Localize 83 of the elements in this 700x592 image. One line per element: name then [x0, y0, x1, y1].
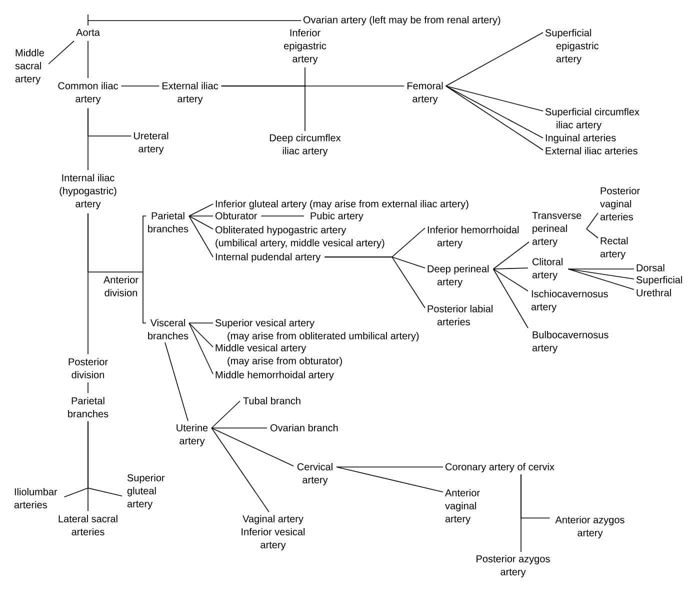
- artery-label: Iliolumbar arteries: [14, 488, 58, 508]
- artery-label: Ischiocavernosus artery: [531, 290, 608, 312]
- artery-label: Bulbocavernosus artery: [532, 331, 608, 354]
- artery-label: Common iliac artery: [58, 82, 118, 104]
- branch-line: [142, 272, 146, 324]
- branch-line: [188, 216, 214, 258]
- branch-line: [164, 342, 188, 422]
- branch-line: [568, 268, 634, 280]
- branch-line: [492, 242, 530, 270]
- artery-label: Dorsal: [636, 264, 664, 272]
- branch-line: [445, 32, 544, 86]
- branch-line: [445, 86, 544, 150]
- artery-label: Deep circumflex iliac artery: [270, 134, 341, 156]
- branch-line: [492, 268, 528, 292]
- branch-line: [48, 40, 74, 64]
- artery-label: Inferior gluteal artery (may arise from external iliac artery): [216, 200, 468, 210]
- artery-label: Middle hemorrhoidal artery: [216, 371, 334, 380]
- artery-label: Posterior labial arteries: [428, 305, 492, 326]
- branch-line: [586, 228, 598, 238]
- artery-label: Superficial epigastric artery: [545, 29, 599, 64]
- branches-label: Parietal branches: [68, 397, 108, 418]
- branch-line: [142, 216, 146, 272]
- artery-label: Lateral sacral arteries: [58, 515, 118, 536]
- division-label: Anterior division: [104, 276, 138, 296]
- artery-label: Urethral: [636, 289, 671, 296]
- artery-label: Tubal branch: [243, 397, 300, 404]
- artery-label: Vaginal artery Inferior vesical artery: [242, 515, 305, 550]
- artery-label: Ovarian artery (left may be from renal artery): [303, 16, 500, 26]
- artery-label: Middle vesical artery (may arise from obturator): [216, 344, 342, 366]
- artery-label: Clitoral artery: [532, 258, 562, 280]
- branch-line: [568, 268, 634, 290]
- branch-line: [188, 204, 214, 216]
- artery-label: Posterior vaginal arteries: [600, 187, 640, 220]
- artery-label: Superficial: [636, 276, 682, 286]
- branches-label: Visceral branches: [148, 319, 188, 340]
- artery-label: Femoral artery: [407, 82, 443, 104]
- branch-line: [211, 428, 270, 512]
- artery-label: Internal pudendal artery: [216, 253, 321, 262]
- artery-label: Superior vesical artery (may arise from obliterated umbilical artery): [215, 319, 419, 342]
- artery-label: Superficial circumflex iliac artery: [545, 108, 640, 130]
- artery-label: Pubic artery: [310, 212, 364, 222]
- branch-line: [336, 466, 444, 492]
- artery-label: Anterior azygos artery: [555, 516, 624, 538]
- branch-line: [211, 428, 294, 466]
- artery-label: Ureteral artery: [134, 132, 168, 154]
- branch-line: [336, 466, 444, 468]
- branch-line: [568, 268, 634, 270]
- artery-label: Coronary artery of cervix: [446, 463, 554, 472]
- aorta-label: Aorta: [76, 29, 100, 36]
- artery-label: Posterior azygos artery: [476, 555, 550, 578]
- branches-label: Parietal branches: [148, 212, 188, 232]
- division-label: Posterior division: [68, 358, 108, 378]
- branch-line: [492, 268, 528, 328]
- artery-label: Internal iliac (hypogastric) artery: [60, 174, 116, 210]
- branch-line: [188, 322, 214, 374]
- artery-label: Inferior hemorrhoidal artery: [428, 226, 519, 248]
- branch-line: [492, 268, 528, 270]
- branch-line: [88, 20, 302, 22]
- artery-label: Uterine artery: [176, 424, 208, 446]
- artery-label: Inguinal arteries: [546, 134, 616, 144]
- artery-label: Deep perineal artery: [428, 265, 489, 288]
- branch-line: [188, 322, 214, 324]
- branch-line: [220, 86, 306, 132]
- branch-line: [188, 322, 214, 348]
- branch-line: [445, 86, 544, 138]
- branch-line: [445, 86, 544, 112]
- artery-label: Anterior vaginal artery: [445, 489, 480, 524]
- artery-label: Obliterated hypogastric artery (umbilical artery, middle vesical artery): [215, 226, 384, 248]
- artery-label: External iliac arteries: [546, 147, 638, 154]
- artery-label: Cervical artery: [297, 463, 332, 486]
- branch-line: [586, 212, 598, 230]
- artery-label: Superior gluteal artery: [127, 474, 165, 510]
- branch-line: [324, 256, 426, 308]
- artery-label: Ovarian branch: [270, 424, 338, 432]
- branch-line: [520, 474, 522, 552]
- artery-label: Transverse perineal artery: [532, 212, 582, 247]
- artery-label: Inferior epigastric artery: [284, 29, 326, 64]
- artery-label: Rectal artery: [600, 237, 628, 260]
- artery-label: External iliac artery: [162, 82, 218, 104]
- branch-line: [211, 400, 240, 428]
- branch-line: [188, 216, 214, 230]
- artery-label: Obturator: [215, 212, 258, 220]
- artery-label: Middle sacral artery: [15, 49, 44, 84]
